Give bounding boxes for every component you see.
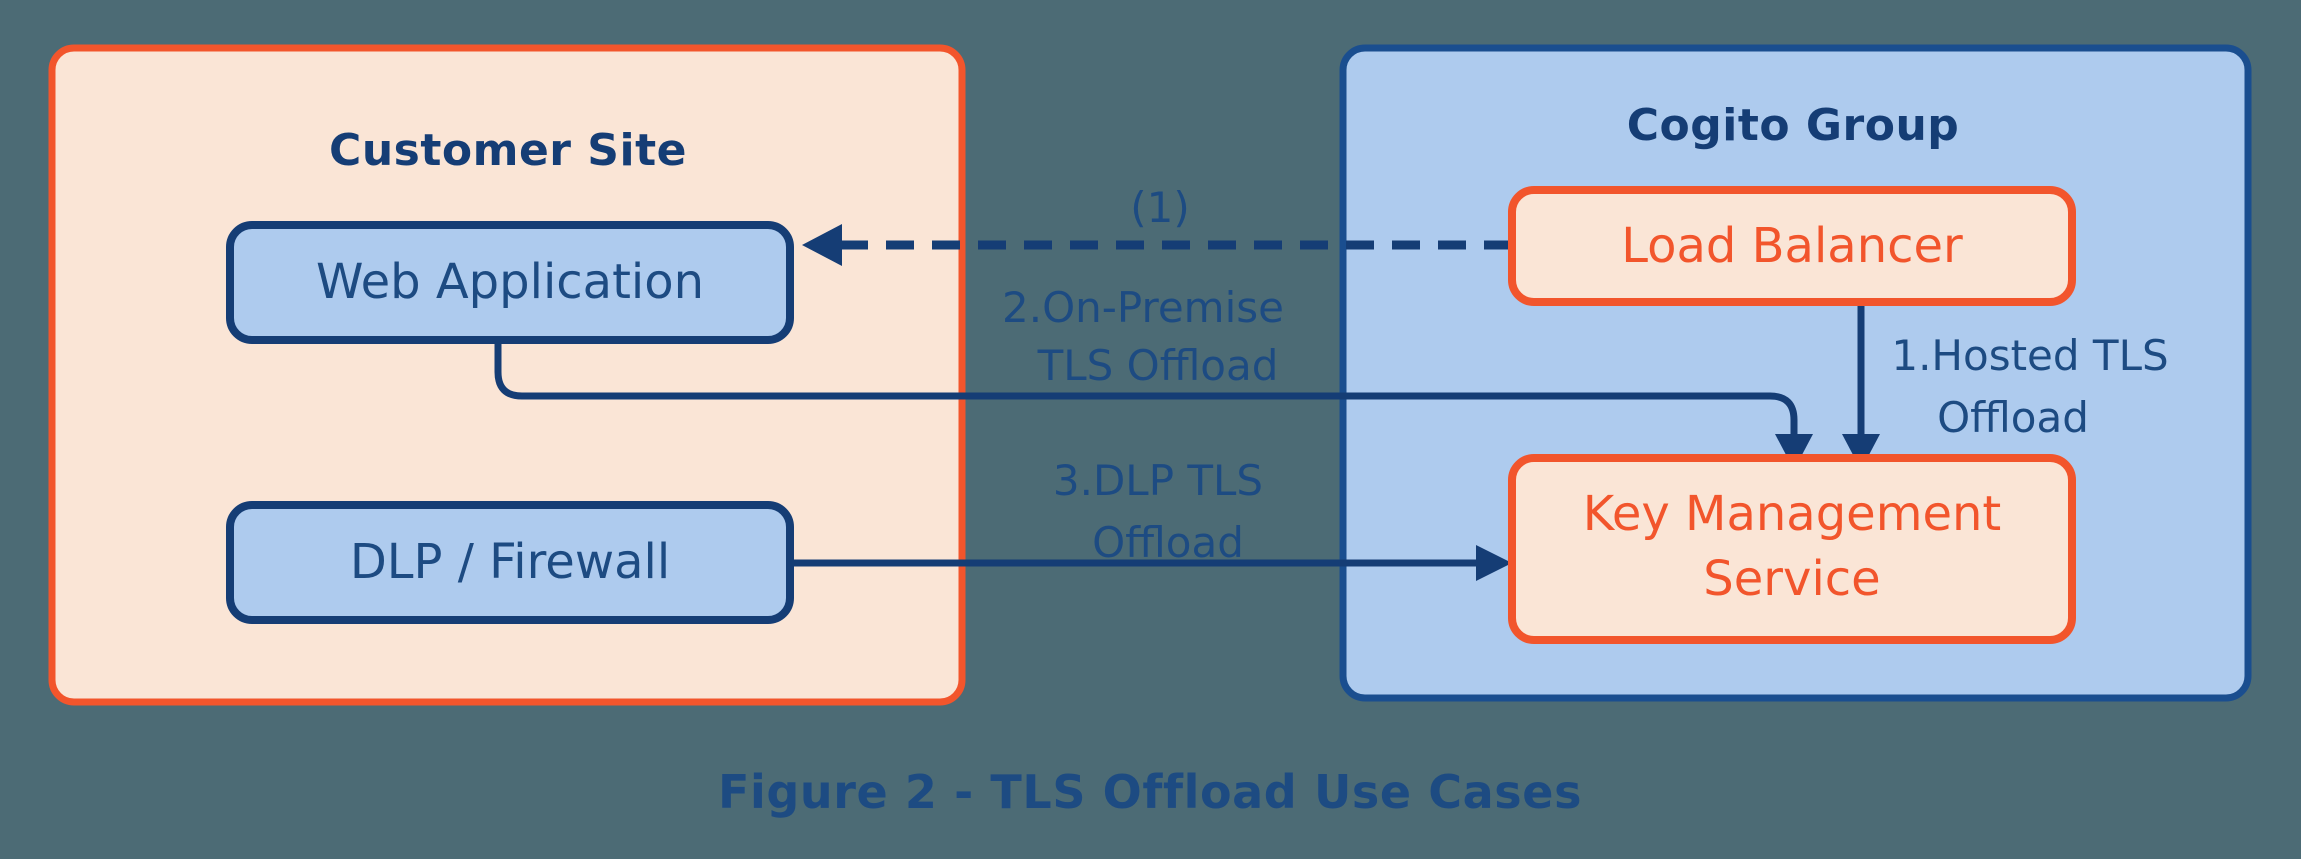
node-load-balancer-label: Load Balancer [1621,218,1963,274]
node-key-management-service-label-line1: Key Management [1583,486,2001,542]
edge-callback-arrowhead [802,224,842,266]
figure-caption: Figure 2 - TLS Offload Use Cases [718,765,1582,819]
edge-callback-label: (1) [1130,183,1190,232]
zone-customer-site-title: Customer Site [329,125,687,176]
zone-cogito-group-title: Cogito Group [1627,100,1960,151]
node-dlp-firewall-label: DLP / Firewall [350,534,670,590]
edge-on-premise-tls-offload-line [494,340,1798,442]
edge-hosted-tls-offload-label-line1: 1.Hosted TLS [1891,331,2168,380]
node-key-management-service-label-line2: Service [1703,551,1880,607]
edge-dlp-tls-offload-label-line2: Offload [1092,518,1244,567]
edge-dlp-tls-offload-label-line1: 3.DLP TLS [1053,456,1263,505]
node-key-management-service[interactable] [1508,454,2076,644]
edge-dlp-tls-offload-arrowhead [1476,545,1512,581]
edge-on-premise-tls-offload-label-line1: 2.On-Premise [1002,283,1284,332]
node-load-balancer[interactable] [1508,186,2076,306]
node-web-application-label: Web Application [316,254,704,310]
node-web-application[interactable] [226,221,794,344]
node-dlp-firewall[interactable] [226,501,794,624]
edge-on-premise-tls-offload-arrowhead [1775,434,1813,470]
edge-hosted-tls-offload-arrowhead [1842,434,1880,470]
edge-on-premise-tls-offload-label-line2: TLS Offload [1037,341,1279,390]
edge-hosted-tls-offload-label-line2: Offload [1937,393,2089,442]
